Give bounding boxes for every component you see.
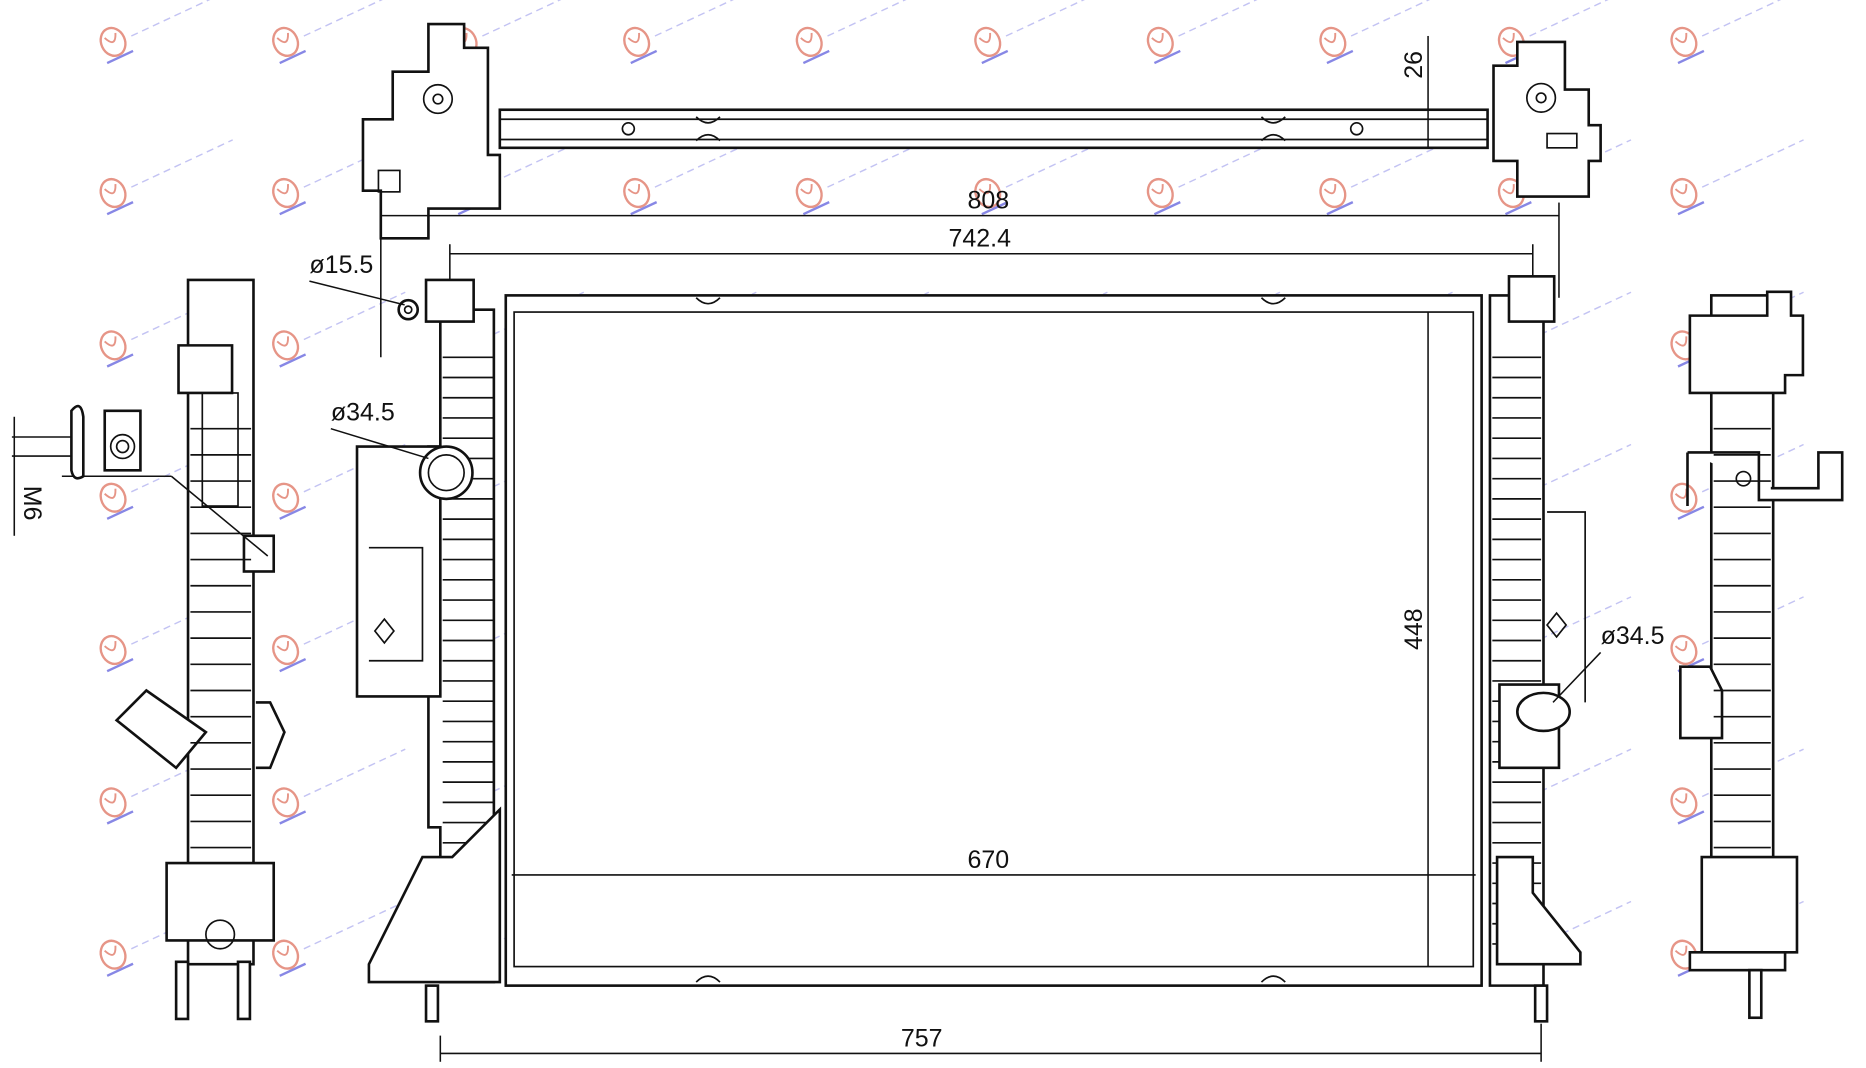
dimension-labels: 808 742.4 26 448 670 757 ø15.5 ø34.5 ø34… bbox=[18, 51, 1665, 1052]
right-side-view bbox=[1679, 290, 1844, 1020]
watermark-logo bbox=[272, 748, 406, 825]
watermark-logo bbox=[1146, 0, 1281, 65]
dim-670: 670 bbox=[968, 846, 1010, 874]
watermark-logo bbox=[974, 139, 1108, 216]
top-view bbox=[361, 22, 1602, 240]
watermark-logo bbox=[272, 139, 406, 216]
dim-26: 26 bbox=[1400, 51, 1428, 79]
dim-34-5-outlet: ø34.5 bbox=[1601, 622, 1665, 650]
dim-757: 757 bbox=[901, 1024, 943, 1052]
watermark-logo bbox=[272, 0, 406, 65]
watermark-logo bbox=[1319, 0, 1453, 65]
watermark-logo bbox=[272, 596, 406, 673]
watermark-logo bbox=[99, 443, 234, 520]
watermark-logo bbox=[99, 748, 234, 825]
watermark-logo bbox=[1146, 139, 1281, 216]
watermark-logo bbox=[795, 139, 930, 216]
dimension-lines bbox=[380, 35, 1560, 1062]
front-view bbox=[309, 275, 1602, 1023]
dim-742-4: 742.4 bbox=[948, 225, 1011, 253]
watermark-logo bbox=[99, 0, 234, 65]
watermark-logo bbox=[623, 0, 757, 65]
dim-m6: M6 bbox=[18, 486, 46, 521]
dim-15-5: ø15.5 bbox=[309, 251, 373, 279]
watermark-logo bbox=[1670, 139, 1804, 216]
watermark-logo bbox=[99, 291, 234, 368]
watermark-logo bbox=[272, 291, 406, 368]
watermark-logo bbox=[99, 139, 234, 216]
watermark-logo bbox=[623, 139, 757, 216]
watermark-logo bbox=[795, 0, 930, 65]
watermark-logo bbox=[974, 0, 1108, 65]
watermark-logo bbox=[272, 900, 406, 977]
watermark-logo bbox=[272, 443, 406, 520]
dim-808: 808 bbox=[968, 187, 1010, 215]
watermark-logo bbox=[99, 900, 234, 977]
watermark-logo bbox=[99, 596, 234, 673]
watermark-logo bbox=[1670, 0, 1804, 65]
watermark-logo bbox=[1319, 139, 1453, 216]
dim-448: 448 bbox=[1400, 608, 1428, 650]
left-side-view bbox=[11, 278, 286, 1021]
dim-34-5-inlet: ø34.5 bbox=[331, 398, 395, 426]
